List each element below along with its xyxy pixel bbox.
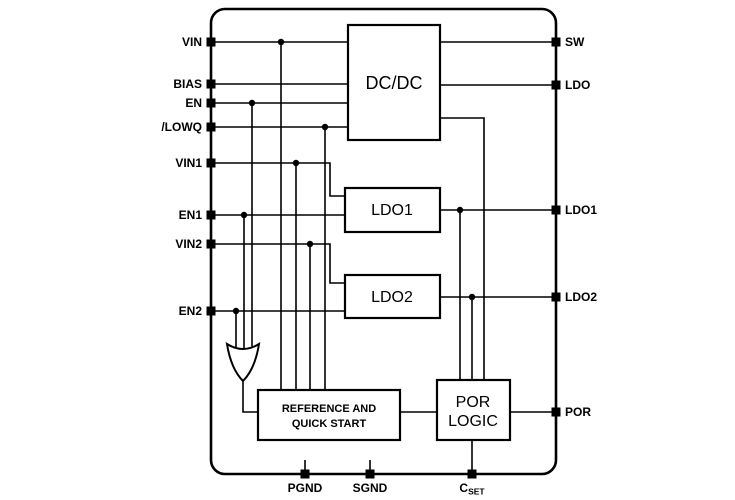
pin-en2-terminal	[206, 306, 216, 316]
pin-sw-terminal	[551, 37, 561, 47]
pin-label-vin1: VIN1	[175, 156, 202, 170]
block-reference: REFERENCE AND QUICK START	[256, 388, 402, 442]
block-por: POR LOGIC	[435, 378, 512, 442]
ldo1-box	[343, 186, 442, 234]
pin-label-vin2: VIN2	[175, 237, 202, 251]
pin-label-ldo1: LDO1	[565, 203, 597, 217]
pin-ldo-terminal	[551, 80, 561, 90]
pin-label-vin: VIN	[182, 35, 202, 49]
pin-por-terminal	[551, 407, 561, 417]
block-ldo1: LDO1	[343, 186, 442, 234]
pin-vin-terminal	[206, 37, 216, 47]
junction-en1	[240, 211, 248, 219]
branch-dcdc-to-por	[440, 117, 485, 380]
wire-vin2	[211, 243, 345, 284]
pin-en-terminal	[206, 98, 216, 108]
wire-or-output	[242, 381, 258, 413]
junction-ldo2	[468, 293, 476, 301]
dcdc-box	[346, 23, 442, 142]
pin-terminals	[206, 37, 561, 479]
junction-ldo1	[456, 206, 464, 214]
or-gate-icon	[225, 341, 261, 383]
pin-label-pgnd: PGND	[288, 481, 323, 495]
junction-lowq	[321, 123, 329, 131]
pin-label-en1: EN1	[179, 208, 203, 222]
pin-label-por: POR	[565, 405, 591, 419]
reference-label-line1: REFERENCE AND	[282, 403, 376, 415]
ldo1-label: LDO1	[371, 202, 413, 219]
junction-vin2	[306, 240, 314, 248]
junction-en	[248, 99, 256, 107]
pin-label-sgnd: SGND	[353, 481, 388, 495]
pin-label-cset: CSET	[459, 481, 485, 497]
pin-lowq-terminal	[206, 122, 216, 132]
ldo2-label: LDO2	[371, 289, 413, 306]
pin-bias-terminal	[206, 79, 216, 89]
pin-label-en2: EN2	[179, 304, 203, 318]
reference-label-line2: QUICK START	[292, 418, 367, 430]
por-box	[435, 378, 512, 442]
pin-vin2-terminal	[206, 239, 216, 249]
junction-dots	[232, 38, 476, 315]
dcdc-label: DC/DC	[366, 73, 423, 93]
pin-ldo2-terminal	[551, 292, 561, 302]
por-label-line1: POR	[456, 394, 491, 411]
por-label-line2: LOGIC	[448, 413, 498, 430]
junction-vin	[277, 38, 285, 46]
pin-vin1-terminal	[206, 158, 216, 168]
pin-cset-terminal	[467, 469, 477, 479]
pin-label-ldo2: LDO2	[565, 290, 597, 304]
block-dcdc: DC/DC	[346, 23, 442, 142]
pin-ldo1-terminal	[551, 205, 561, 215]
block-ldo2: LDO2	[343, 273, 442, 320]
junction-vin1	[292, 159, 300, 167]
ldo2-box	[343, 273, 442, 320]
wire-vin1	[211, 162, 345, 197]
pin-label-cset-sub: SET	[468, 487, 485, 497]
pin-label-cset-main: C	[459, 481, 468, 495]
pin-en1-terminal	[206, 210, 216, 220]
reference-box	[256, 388, 402, 442]
pin-label-lowq: /LOWQ	[161, 120, 202, 134]
junction-en2	[232, 307, 240, 315]
pin-label-sw: SW	[565, 35, 585, 49]
pin-label-bias: BIAS	[173, 77, 202, 91]
pin-labels: VIN BIAS EN /LOWQ VIN1 EN1 VIN2 EN2 SW L…	[161, 35, 597, 497]
pin-sgnd-terminal	[365, 469, 375, 479]
pin-label-en: EN	[185, 96, 202, 110]
pin-pgnd-terminal	[300, 469, 310, 479]
pin-label-ldo: LDO	[565, 78, 590, 92]
